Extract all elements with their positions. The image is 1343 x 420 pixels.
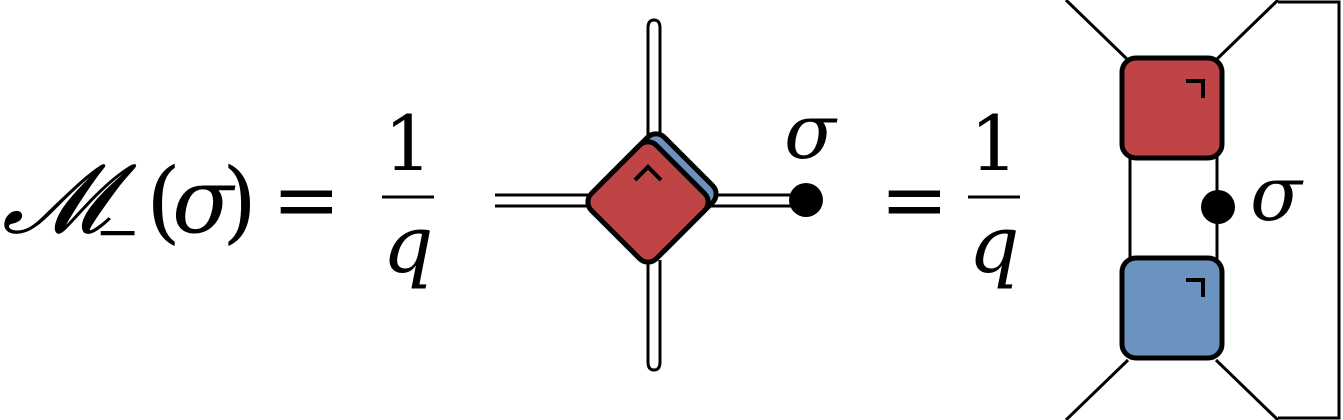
caret-mark [633, 164, 663, 182]
lhs-subscript: − [95, 200, 140, 263]
red-diamond-tensor [585, 139, 711, 265]
top-right-leg [1214, 0, 1280, 62]
lhs-open-paren: ( [146, 149, 181, 254]
lhs-expression: 𝓜 − ( σ ) [2, 143, 257, 263]
lhs-close-paren: ) [222, 149, 257, 254]
sigma-dot-ladder [1201, 190, 1235, 224]
fraction-2-numerator: 1 [970, 99, 1018, 188]
ladder-sigma-label: σ [1250, 149, 1304, 238]
top-double-leg [646, 18, 662, 140]
blue-corner-mark [1186, 278, 1205, 297]
trace-bracket [1278, 0, 1341, 420]
fraction-1: 1 q [382, 99, 434, 291]
bottom-right-leg [1214, 358, 1280, 420]
diamond-diagram: σ [495, 18, 838, 372]
red-corner-mark [1186, 79, 1205, 98]
red-square-tensor [1119, 55, 1225, 161]
equals-sign-1: = [272, 153, 341, 248]
fraction-1-denominator: q [382, 198, 433, 291]
sigma-dot-diamond [789, 183, 823, 217]
bottom-left-leg [1064, 358, 1130, 420]
fraction-2-denominator: q [968, 198, 1019, 291]
fraction-2: 1 q [968, 99, 1020, 291]
top-left-leg [1064, 0, 1130, 62]
ladder-diagram: σ [1064, 0, 1341, 420]
diamond-sigma-label: σ [784, 87, 838, 176]
fraction-1-numerator: 1 [384, 99, 432, 188]
bottom-double-leg [646, 260, 662, 372]
lhs-argument: σ [172, 149, 236, 254]
equals-sign-2: = [880, 153, 949, 248]
blue-square-tensor [1119, 255, 1225, 361]
